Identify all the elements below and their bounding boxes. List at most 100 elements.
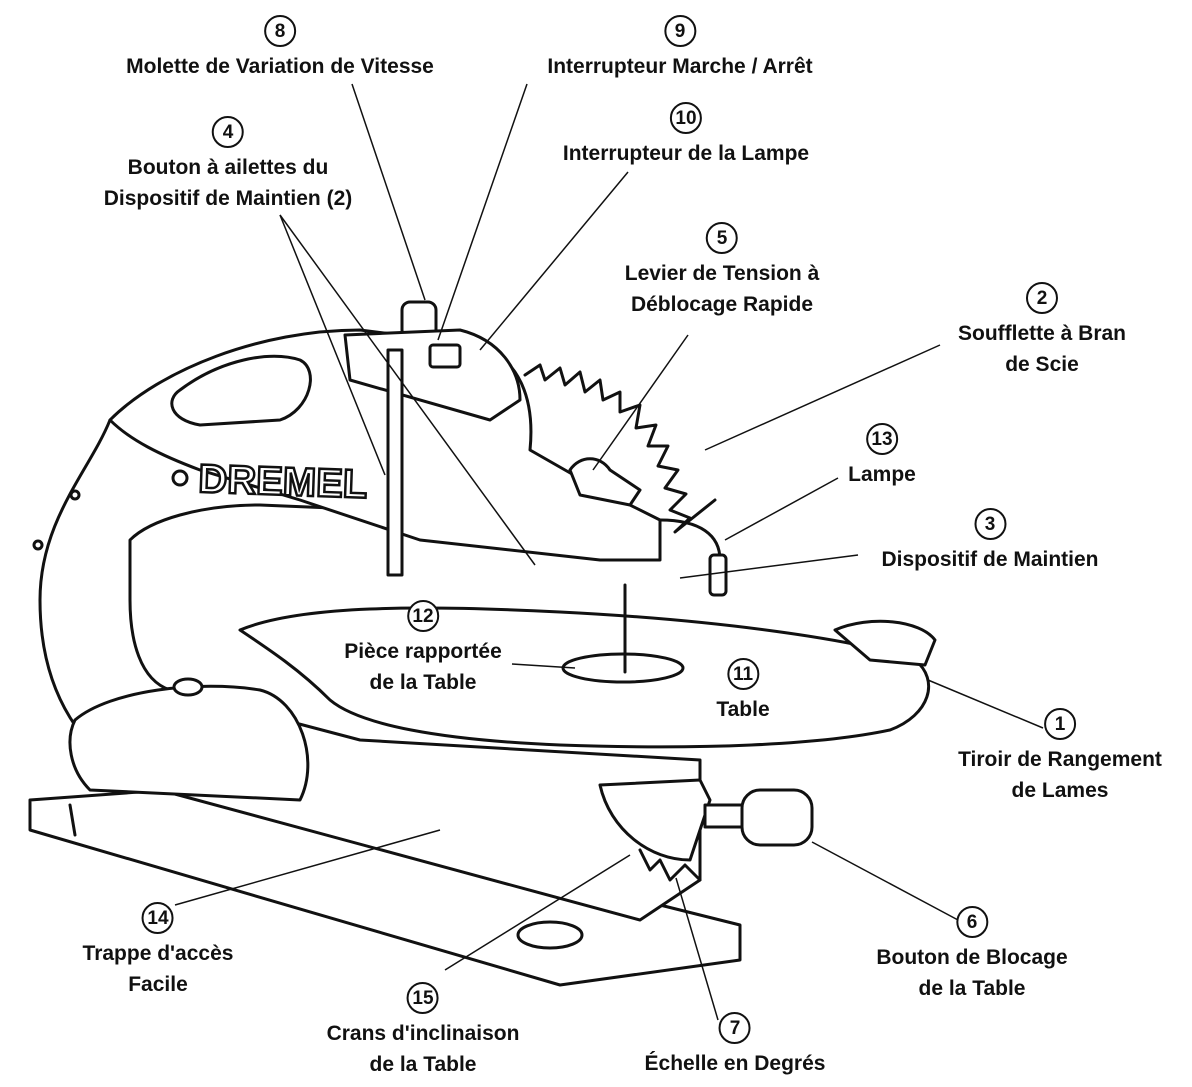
callout-label: Dispositif de Maintien [881, 544, 1098, 575]
leader-line-15 [444, 854, 631, 971]
leader-line-4 [279, 214, 386, 476]
callout-number: 1 [1043, 708, 1076, 740]
body-hole-3 [171, 469, 189, 487]
callout-label: Soufflette à Bran de Scie [958, 318, 1126, 380]
callout-number: 13 [866, 423, 898, 455]
callout-label-line: Déblocage Rapide [630, 293, 814, 316]
lock-knob [740, 788, 814, 847]
leader-line-4 [279, 214, 536, 566]
callout-label-line: Dispositif de Maintien (2) [103, 187, 353, 210]
callout-label-line: de la Table [369, 671, 477, 694]
callout-number: 11 [726, 658, 759, 690]
tension-lever [568, 457, 642, 507]
callout-label: Crans d'inclinaison de la Table [327, 1018, 520, 1080]
callout-label: Pièce rapportée de la Table [344, 636, 502, 698]
callout-label-line: Crans d'inclinaison [326, 1022, 520, 1045]
callout-label-line: Dispositif de Maintien [881, 548, 1099, 571]
callout-label: Interrupteur de la Lampe [563, 138, 809, 169]
callout-label: Table [716, 694, 769, 725]
callout-label: Tiroir de Rangement de Lames [958, 744, 1162, 806]
callout-label-line: Soufflette à Bran [957, 322, 1127, 345]
lamp-head [708, 553, 728, 597]
callout-number: 6 [956, 906, 988, 938]
power-switch [428, 343, 462, 369]
callout-label-line: Bouton de Blocage [876, 946, 1068, 969]
callout-number: 8 [263, 15, 296, 47]
callout-label-line: Table [716, 698, 770, 721]
callout-label: Levier de Tension à Déblocage Rapide [625, 258, 820, 320]
callout-label-line: Facile [128, 973, 188, 996]
callout-number: 15 [407, 982, 439, 1014]
leader-line-10 [479, 171, 629, 351]
callout-label: Lampe [848, 459, 916, 490]
callout-number: 10 [670, 102, 702, 134]
leader-line-14 [174, 829, 441, 906]
base-slot [68, 803, 77, 837]
leader-line-9 [437, 83, 528, 341]
callout-label-line: Tiroir de Rangement [958, 748, 1162, 771]
callout-label-line: de la Table [918, 977, 1026, 1000]
callout-label-line: Levier de Tension à [624, 262, 820, 285]
callout-label: Bouton de Blocage de la Table [876, 942, 1067, 1004]
tilt-scale [598, 778, 712, 862]
callout-number: 7 [718, 1012, 751, 1044]
leader-line-8 [351, 83, 426, 301]
callout-label: Molette de Variation de Vitesse [126, 51, 434, 82]
body-hole-1 [69, 489, 81, 501]
lower-window [68, 684, 310, 802]
table-insert [561, 652, 685, 684]
callout-label-line: Pièce rapportée [344, 640, 502, 663]
leader-line-12 [511, 663, 576, 669]
leader-lines [174, 83, 1044, 1021]
access-door-knob [172, 677, 204, 697]
callout-label-line: de Lames [1011, 779, 1109, 802]
callout-label-line: Trappe d'accès [82, 942, 234, 965]
callout-number: 12 [406, 600, 439, 632]
callout-number: 3 [973, 508, 1006, 540]
callout-label-line: de Scie [1005, 353, 1079, 376]
leader-line-5 [592, 334, 689, 471]
leader-line-3 [679, 554, 859, 579]
base-hole [516, 920, 584, 950]
leader-line-6 [811, 841, 959, 921]
brand-logo: DREMEL [198, 457, 368, 507]
callout-label-line: Interrupteur de la Lampe [562, 142, 810, 165]
callout-number: 2 [1026, 282, 1058, 314]
dust-blower [523, 363, 717, 534]
upper-arm-window [170, 354, 312, 427]
callout-number: 9 [664, 15, 696, 47]
callout-label: Bouton à ailettes du Dispositif de Mainti… [104, 152, 353, 214]
leader-line-7 [675, 877, 719, 1021]
leader-line-1 [927, 679, 1044, 729]
hold-down-rod [386, 348, 404, 577]
callout-label-line: Échelle en Degrés [644, 1052, 826, 1075]
callout-label-line: Bouton à ailettes du [127, 156, 329, 179]
leader-line-13 [724, 477, 839, 541]
body-hole-2 [32, 539, 44, 551]
tilt-detents [638, 848, 702, 882]
callout-label: Échelle en Degrés [645, 1048, 826, 1079]
callout-number: 14 [141, 902, 174, 934]
callout-label-line: Lampe [848, 463, 916, 486]
leader-line-2 [704, 344, 941, 451]
callout-number: 4 [211, 116, 244, 148]
callout-label-line: de la Table [369, 1053, 477, 1076]
